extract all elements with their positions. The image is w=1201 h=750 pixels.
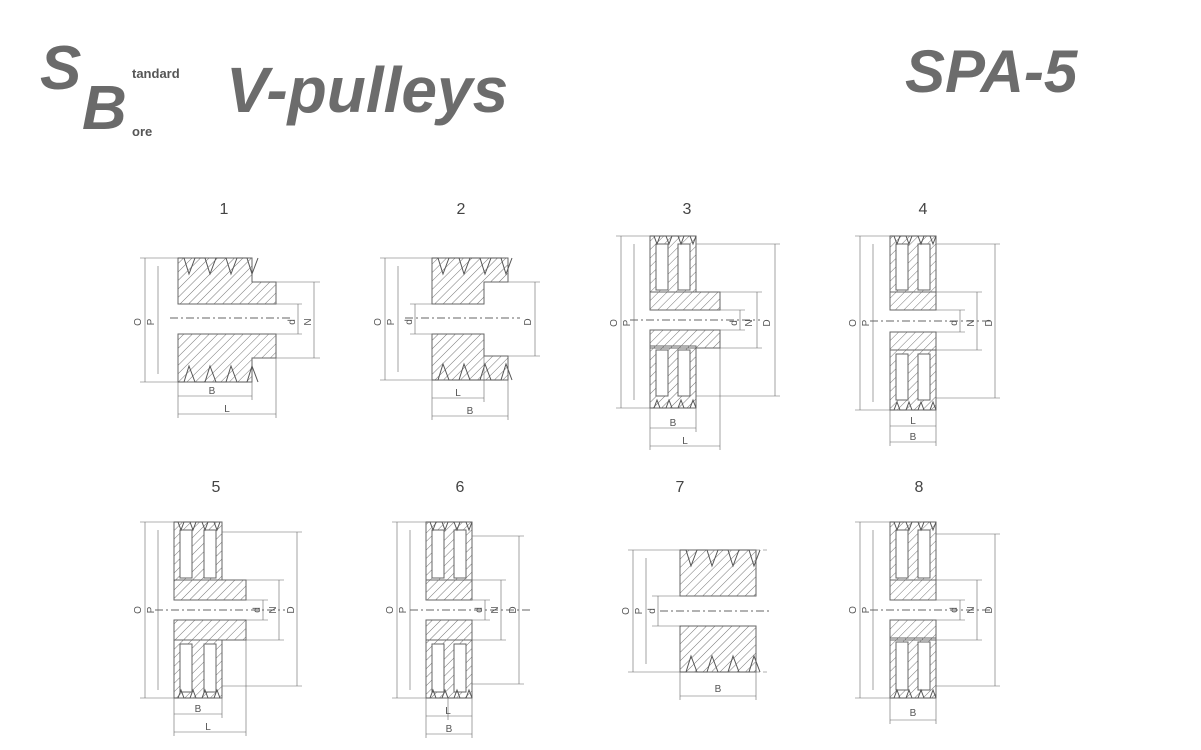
pulley-drawing-7	[628, 549, 772, 700]
label-n: N	[966, 606, 977, 613]
label-b: B	[195, 704, 202, 715]
page-title: V-pulleys	[226, 54, 509, 126]
label-b: B	[910, 432, 917, 443]
label-o: O	[385, 606, 396, 614]
label-n: N	[268, 606, 279, 613]
label-d: d	[287, 319, 298, 325]
label-n: N	[966, 319, 977, 326]
label-l: L	[455, 388, 461, 399]
label-d: d	[404, 319, 415, 325]
label-l: L	[205, 722, 211, 733]
label-b: B	[715, 684, 722, 695]
label-l: L	[445, 706, 451, 717]
pulley-drawing-2	[380, 257, 540, 420]
pulley-drawing-3	[616, 235, 780, 450]
label-d-outer: D	[762, 319, 773, 326]
figure-number-1: 1	[219, 201, 229, 218]
label-d: d	[949, 320, 960, 326]
label-o: O	[133, 318, 144, 326]
figure-number-3: 3	[682, 201, 692, 218]
label-d: d	[949, 607, 960, 613]
label-p: P	[861, 319, 872, 326]
label-o: O	[848, 319, 859, 327]
pulley-drawing-6	[392, 521, 530, 738]
figure-number-8: 8	[914, 479, 924, 496]
label-d: d	[474, 607, 485, 613]
figure-number-4: 4	[918, 201, 928, 218]
figure-number-6: 6	[455, 479, 465, 496]
label-d-outer: D	[984, 606, 995, 613]
label-d: d	[729, 320, 740, 326]
label-d-outer: D	[286, 606, 297, 613]
label-p: P	[398, 606, 409, 613]
label-p: P	[634, 607, 645, 614]
label-o: O	[373, 318, 384, 326]
logo-letter-b: B	[82, 74, 127, 143]
label-n: N	[744, 319, 755, 326]
figure-number-5: 5	[211, 479, 221, 496]
figure-number-7: 7	[675, 479, 685, 496]
label-b: B	[446, 724, 453, 735]
label-p: P	[861, 606, 872, 613]
label-d-outer: D	[984, 319, 995, 326]
logo: S tandard B ore	[40, 38, 190, 143]
pulley-drawing-1	[140, 257, 320, 418]
label-o: O	[621, 607, 632, 615]
label-d: d	[647, 608, 658, 614]
label-p: P	[146, 318, 157, 325]
label-l: L	[910, 416, 916, 427]
label-d-outer: D	[523, 318, 534, 325]
pulley-drawing-5	[140, 521, 302, 736]
label-n: N	[490, 606, 501, 613]
label-b: B	[910, 708, 917, 719]
label-b: B	[670, 418, 677, 429]
pulley-drawing-8	[855, 521, 1000, 724]
label-p: P	[386, 318, 397, 325]
figure-number-2: 2	[456, 201, 466, 218]
pulley-drawing-4	[855, 235, 1000, 446]
label-b: B	[209, 386, 216, 397]
label-o: O	[848, 606, 859, 614]
logo-word-ore: ore	[132, 124, 153, 139]
label-b: B	[467, 406, 474, 417]
label-o: O	[133, 606, 144, 614]
product-code: SPA-5	[905, 38, 1078, 105]
logo-letter-s: S	[40, 34, 82, 103]
label-p: P	[146, 606, 157, 613]
label-d: d	[252, 607, 263, 613]
label-l: L	[682, 436, 688, 447]
label-d-outer: D	[508, 606, 519, 613]
label-p: P	[622, 319, 633, 326]
label-o: O	[609, 319, 620, 327]
label-n: N	[303, 318, 314, 325]
label-l: L	[224, 404, 230, 415]
logo-word-tandard: tandard	[132, 66, 180, 81]
